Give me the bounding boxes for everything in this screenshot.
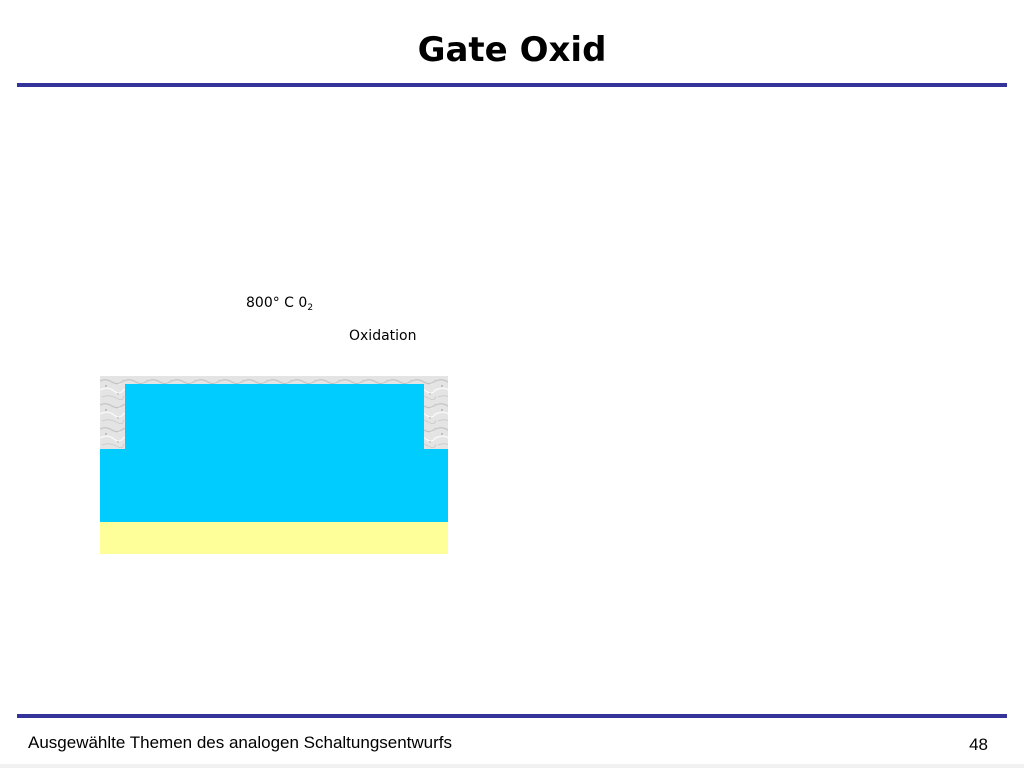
silicon-substrate-layer — [100, 522, 448, 554]
process-step-label: Oxidation — [349, 328, 417, 344]
temperature-text: 800° C 0 — [246, 295, 308, 311]
footer-divider — [17, 714, 1007, 718]
process-temperature-label: 800° C 02 — [246, 294, 313, 317]
footer-band — [0, 764, 1024, 768]
gate-oxide-layer — [100, 384, 448, 522]
page-number: 48 — [969, 735, 988, 754]
gate-oxide-cross-section — [100, 376, 448, 554]
gas-subscript: 2 — [307, 303, 314, 313]
footer-course-title: Ausgewählte Themen des analogen Schaltun… — [28, 733, 453, 752]
slide-title: Gate Oxid — [417, 30, 607, 70]
title-divider — [17, 83, 1007, 87]
